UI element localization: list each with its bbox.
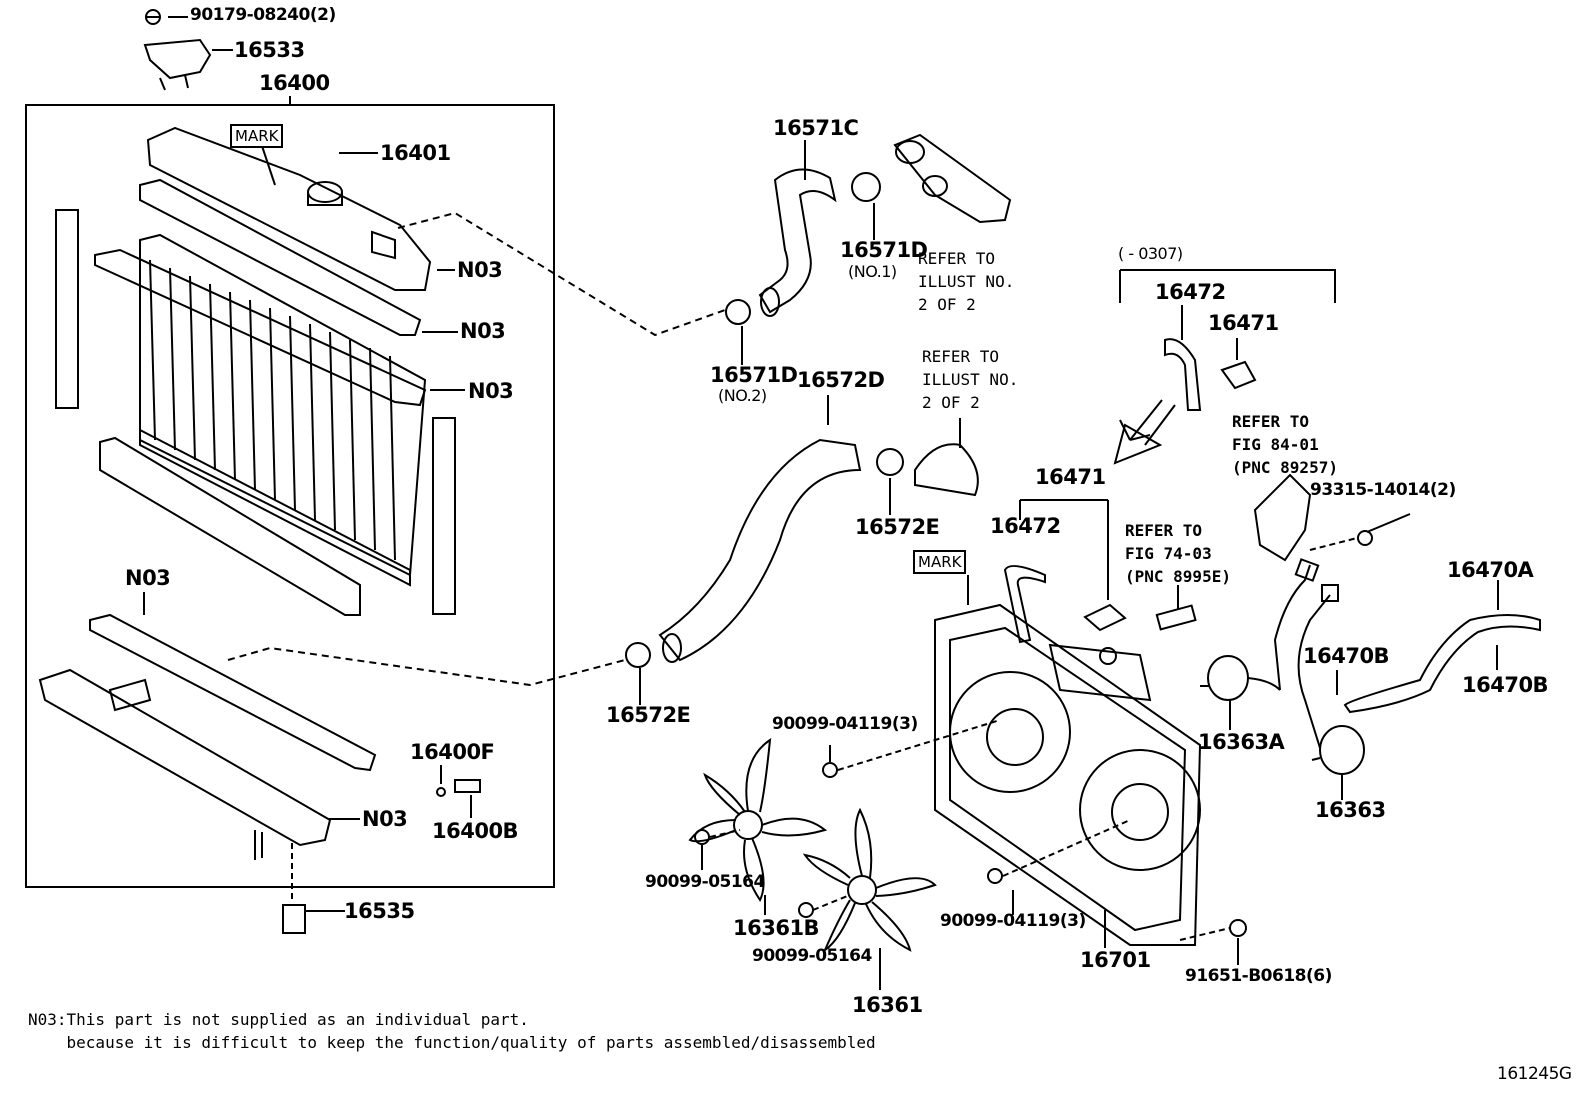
label-90099-05164-2: 90099-05164 <box>752 946 872 966</box>
label-16571D-1: 16571D <box>840 238 928 262</box>
drain-cap-16535-drawing <box>282 904 306 934</box>
label-n03-a: N03 <box>457 258 503 282</box>
fan-shroud-16701-drawing <box>934 603 1202 946</box>
fan-16361B-drawing <box>688 737 828 902</box>
reservoir-hose-top-drawing <box>1164 338 1202 411</box>
reservoir-cap-mid-drawing <box>1083 603 1127 632</box>
bolt-91651-drawing <box>1229 919 1247 937</box>
side-rail-left <box>55 209 79 409</box>
footnote-line2: because it is difficult to keep the func… <box>28 1033 876 1052</box>
gasket-upper-drawing <box>139 178 422 336</box>
label-16361B: 16361B <box>733 916 820 940</box>
label-date-range: ( - 0307) <box>1118 244 1183 263</box>
label-pnc8995E-drawing <box>1155 604 1197 631</box>
radiator-assembly-frame <box>25 104 555 888</box>
label-16572E-1: 16572E <box>855 515 940 539</box>
motor-16363A-drawing <box>1200 655 1281 701</box>
figure-id: 161245G <box>1497 1064 1572 1084</box>
label-n03-d: N03 <box>125 566 171 590</box>
clip-16533-drawing <box>143 38 212 91</box>
refer-fig-84-01: REFER TO FIG 84-01 (PNC 89257) <box>1232 412 1338 477</box>
label-16400: 16400 <box>259 71 330 95</box>
nut-90099-05164-1 <box>694 829 710 845</box>
label-16471-mid: 16471 <box>1035 465 1106 489</box>
label-n03-b: N03 <box>460 319 506 343</box>
label-90179: 90179-08240(2) <box>190 5 336 25</box>
side-rail-right <box>432 417 456 615</box>
radiator-core-drawing <box>139 233 427 587</box>
lower-tank-drawing <box>38 668 332 860</box>
refer-illust-1: REFER TO ILLUST NO. 2 OF 2 <box>918 249 1015 314</box>
label-93315: 93315-14014(2) <box>1310 480 1456 500</box>
drain-plug-16400B-drawing <box>436 779 481 797</box>
label-16363A: 16363A <box>1198 730 1285 754</box>
bottom-rail-drawing <box>99 436 361 616</box>
upper-tank-drawing <box>146 126 432 291</box>
label-16363: 16363 <box>1315 798 1386 822</box>
label-16535: 16535 <box>344 899 415 923</box>
label-91651: 91651-B0618(6) <box>1185 966 1332 986</box>
label-16571C: 16571C <box>773 116 859 140</box>
label-16400F: 16400F <box>410 740 495 764</box>
upper-hose-drawing <box>758 168 837 317</box>
footnote-line1: N03:This part is not supplied as an indi… <box>28 1010 529 1029</box>
reservoir-cap-top-drawing <box>1220 360 1257 390</box>
water-inlet-drawing <box>914 443 979 497</box>
label-16571D-2: 16571D <box>710 363 798 387</box>
clamp-16572E-1 <box>876 448 904 476</box>
label-16401: 16401 <box>380 141 451 165</box>
label-16400B: 16400B <box>432 819 519 843</box>
mark-box-2: MARK <box>913 550 967 574</box>
label-no2: (NO.2) <box>718 386 767 405</box>
label-16471-top: 16471 <box>1208 311 1279 335</box>
label-n03-c: N03 <box>468 379 514 403</box>
label-16470B-1: 16470B <box>1303 644 1390 668</box>
gasket-lower-drawing <box>89 613 377 772</box>
relay-89257-drawing <box>1253 473 1312 562</box>
label-no1: (NO.1) <box>848 262 897 281</box>
bolt-93315-drawing <box>1357 530 1373 546</box>
label-16470A: 16470A <box>1447 558 1534 582</box>
refer-fig-74-03: REFER TO FIG 74-03 (PNC 8995E) <box>1125 521 1231 586</box>
overflow-hose-16470A-drawing <box>1343 614 1541 714</box>
gasket-mid-drawing <box>94 248 427 407</box>
label-16533: 16533 <box>234 38 305 62</box>
clamp-16572E-2 <box>625 642 651 668</box>
label-16572E-2: 16572E <box>606 703 691 727</box>
label-16470B-2: 16470B <box>1462 673 1549 697</box>
clamp-16571D-no1 <box>851 172 881 202</box>
label-16572D: 16572D <box>797 368 885 392</box>
reservoir-hose-mid-drawing <box>1003 565 1046 644</box>
clamp-16571D-no2 <box>725 299 751 325</box>
mark-box-1: MARK <box>230 124 284 148</box>
label-90099-04119-1: 90099-04119(3) <box>772 714 918 734</box>
label-n03-e: N03 <box>362 807 408 831</box>
lower-hose-drawing <box>658 438 862 663</box>
nut-90099-05164-2 <box>798 902 814 918</box>
nut-90179-drawing <box>145 9 161 25</box>
bolt-90099-04119-1 <box>822 762 838 778</box>
label-16361: 16361 <box>852 993 923 1017</box>
label-16472-top: 16472 <box>1155 280 1226 304</box>
refer-illust-2: REFER TO ILLUST NO. 2 OF 2 <box>922 347 1019 412</box>
label-16701: 16701 <box>1080 948 1151 972</box>
fan-16361-drawing <box>802 807 937 953</box>
wire-harness-drawing <box>1273 564 1331 749</box>
water-outlet-drawing <box>893 133 1012 224</box>
bolt-90099-04119-2 <box>987 868 1003 884</box>
motor-16363-drawing <box>1311 725 1365 775</box>
label-90099-04119-2: 90099-04119(3) <box>940 911 1086 931</box>
label-90099-05164-1: 90099-05164 <box>645 872 765 892</box>
label-16472-mid: 16472 <box>990 514 1061 538</box>
